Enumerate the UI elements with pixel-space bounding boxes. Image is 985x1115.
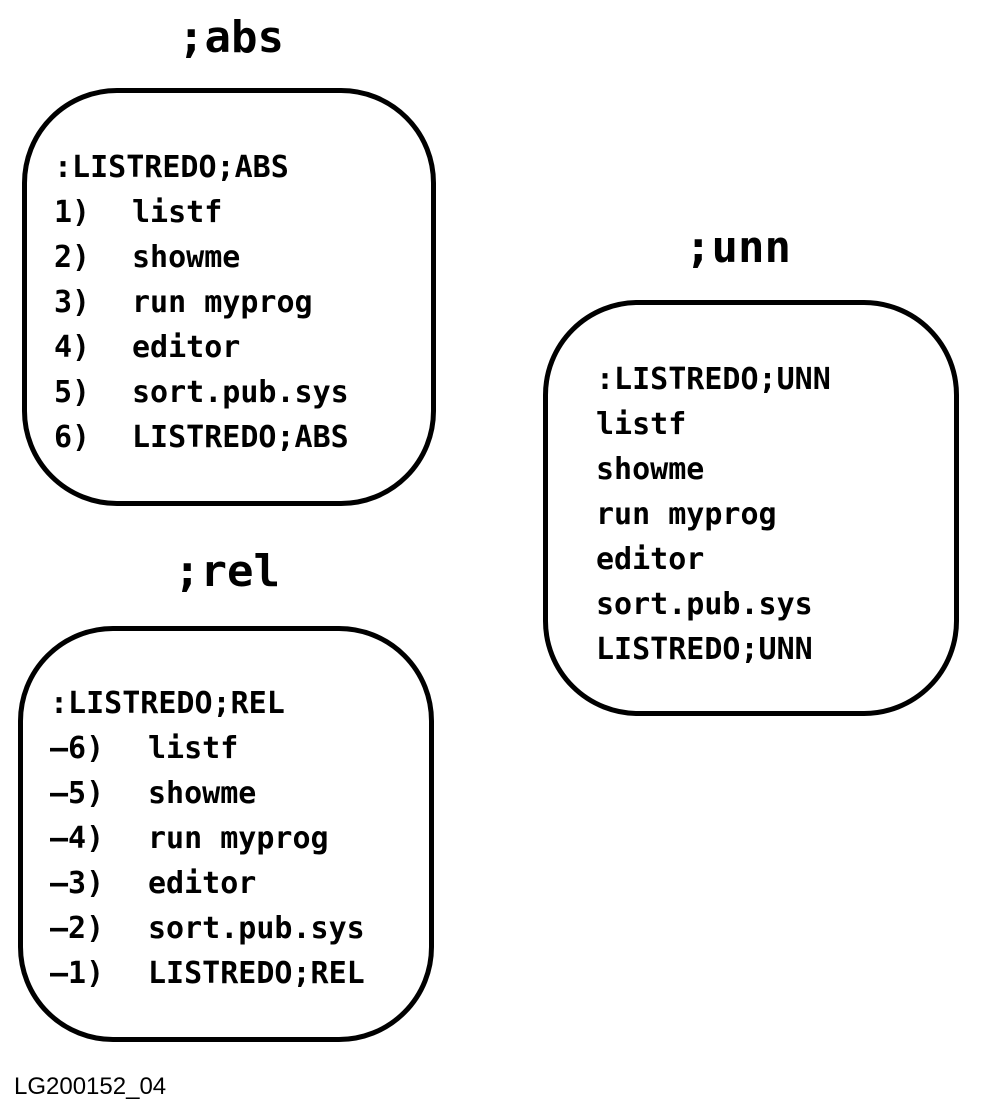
abs-box [22, 88, 436, 506]
abs-row-number: 2) [54, 240, 91, 275]
unn-row-command: LISTREDO;UNN [596, 632, 813, 667]
abs-row-number: 3) [54, 285, 91, 320]
abs-command: :LISTREDO;ABS [54, 150, 289, 185]
unn-row-command: showme [596, 452, 705, 487]
rel-row-command: listf [148, 731, 239, 766]
abs-row-command: run myprog [132, 285, 313, 320]
rel-heading: ;rel [174, 546, 280, 597]
unn-row-command: run myprog [596, 497, 777, 532]
unn-heading: ;unn [685, 222, 791, 273]
rel-row-number: –2) [50, 911, 105, 946]
rel-row-command: LISTREDO;REL [148, 956, 365, 991]
rel-row-command: sort.pub.sys [148, 911, 365, 946]
rel-row-command: showme [148, 776, 257, 811]
abs-row-command: listf [132, 195, 223, 230]
abs-row-command: sort.pub.sys [132, 375, 349, 410]
unn-box [543, 300, 959, 716]
rel-row-command: editor [148, 866, 257, 901]
unn-row-command: sort.pub.sys [596, 587, 813, 622]
figure-id: LG200152_04 [14, 1073, 167, 1100]
rel-row-number: –1) [50, 956, 105, 991]
abs-row-number: 5) [54, 375, 91, 410]
abs-row-command: LISTREDO;ABS [132, 420, 349, 455]
abs-row-number: 1) [54, 195, 91, 230]
abs-row-number: 6) [54, 420, 91, 455]
rel-box [18, 626, 434, 1042]
rel-row-number: –3) [50, 866, 105, 901]
abs-row-command: showme [132, 240, 241, 275]
abs-heading: ;abs [178, 12, 284, 63]
rel-row-number: –6) [50, 731, 105, 766]
rel-row-command: run myprog [148, 821, 329, 856]
unn-row-command: listf [596, 407, 687, 442]
rel-row-number: –5) [50, 776, 105, 811]
rel-command: :LISTREDO;REL [50, 686, 285, 721]
abs-row-command: editor [132, 330, 241, 365]
abs-row-number: 4) [54, 330, 91, 365]
rel-row-number: –4) [50, 821, 105, 856]
unn-row-command: editor [596, 542, 705, 577]
unn-command: :LISTREDO;UNN [596, 362, 831, 397]
